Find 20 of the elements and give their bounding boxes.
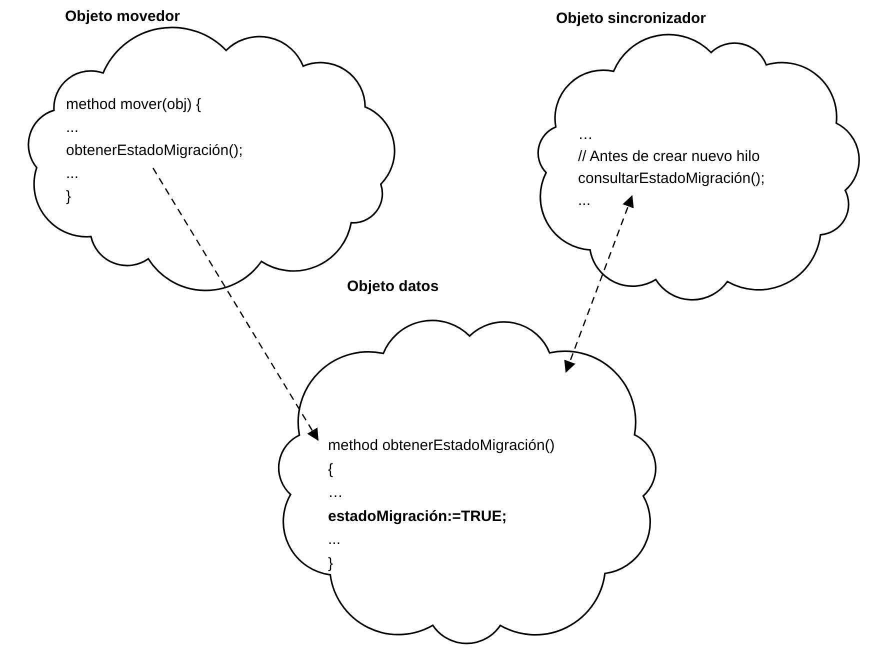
code-line: … (328, 483, 343, 503)
code-line: } (328, 554, 334, 574)
dashed-arrow (564, 195, 634, 373)
code-line: } (66, 187, 72, 207)
code-line: method mover(obj) { (66, 95, 202, 115)
code-line: consultarEstadoMigración(); (578, 169, 765, 189)
dashed-arrow (152, 168, 319, 441)
code-line: method obtenerEstadoMigración() (328, 436, 555, 456)
object-title: Objeto sincronizador (556, 10, 706, 27)
object-title: Objeto movedor (65, 8, 180, 25)
code-line: ... (66, 164, 79, 184)
code-line: { (328, 460, 334, 480)
code-line: // Antes de crear nuevo hilo (578, 147, 760, 167)
code-line: estadoMigración:=TRUE; (328, 506, 507, 526)
code-line: ... (66, 118, 79, 138)
code-line: obtenerEstadoMigración(); (66, 141, 243, 161)
object-title: Objeto datos (347, 278, 439, 295)
code-line: … (578, 125, 593, 145)
code-line: ... (328, 530, 341, 550)
code-line: ... (578, 191, 591, 211)
